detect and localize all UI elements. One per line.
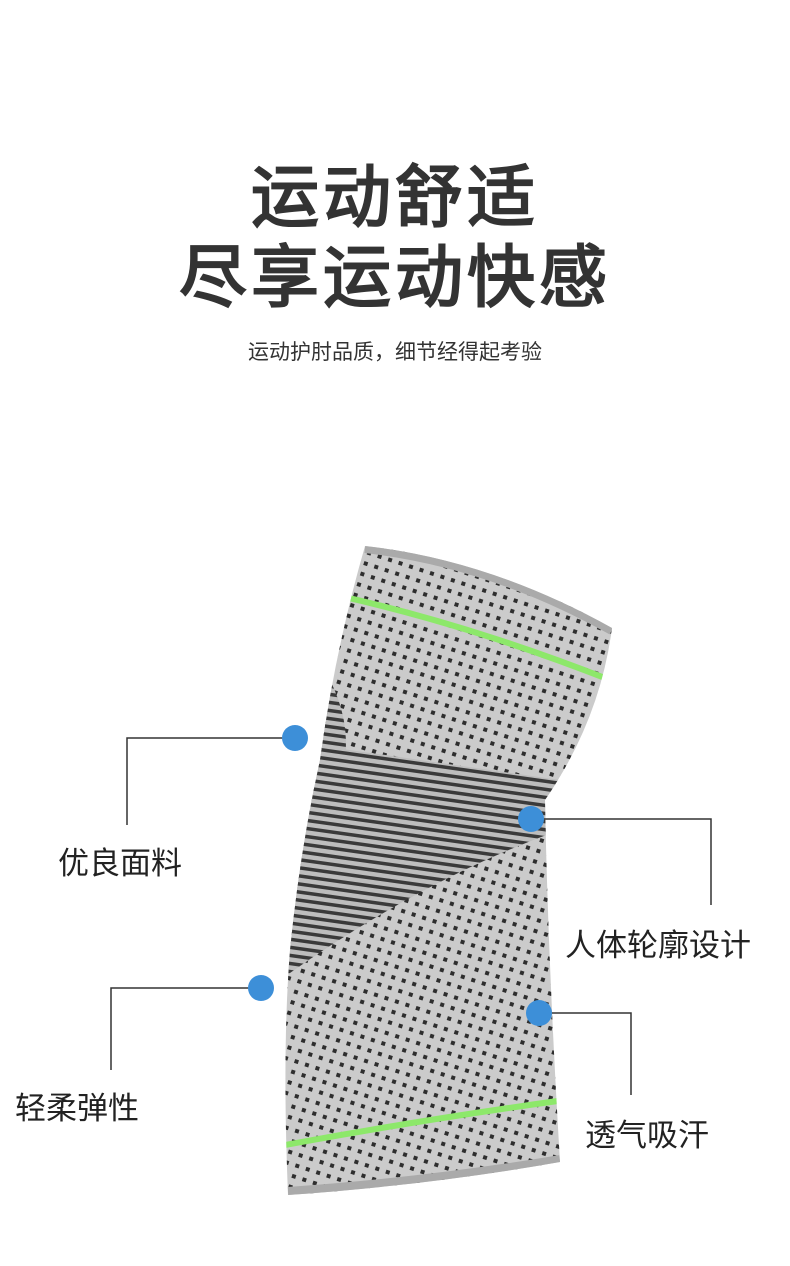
- callout-dot-breathable: [526, 1000, 552, 1026]
- feature-label-contour: 人体轮廓设计: [565, 928, 751, 964]
- headline-line-1: 运动舒适: [250, 159, 539, 238]
- subtitle: 运动护肘品质，细节经得起考验: [248, 340, 542, 364]
- feature-label-elastic: 轻柔弹性: [15, 1091, 139, 1127]
- compression-band: [285, 740, 560, 980]
- headline-line-2: 尽享运动快感: [178, 239, 611, 318]
- callout-dot-elastic: [248, 975, 274, 1001]
- feature-label-breathable: 透气吸汗: [585, 1118, 709, 1154]
- callout-dot-contour: [518, 806, 544, 832]
- callout-lines: [110, 737, 712, 1095]
- feature-label-fabric: 优良面料: [58, 846, 182, 882]
- callout-dot-fabric: [282, 725, 308, 751]
